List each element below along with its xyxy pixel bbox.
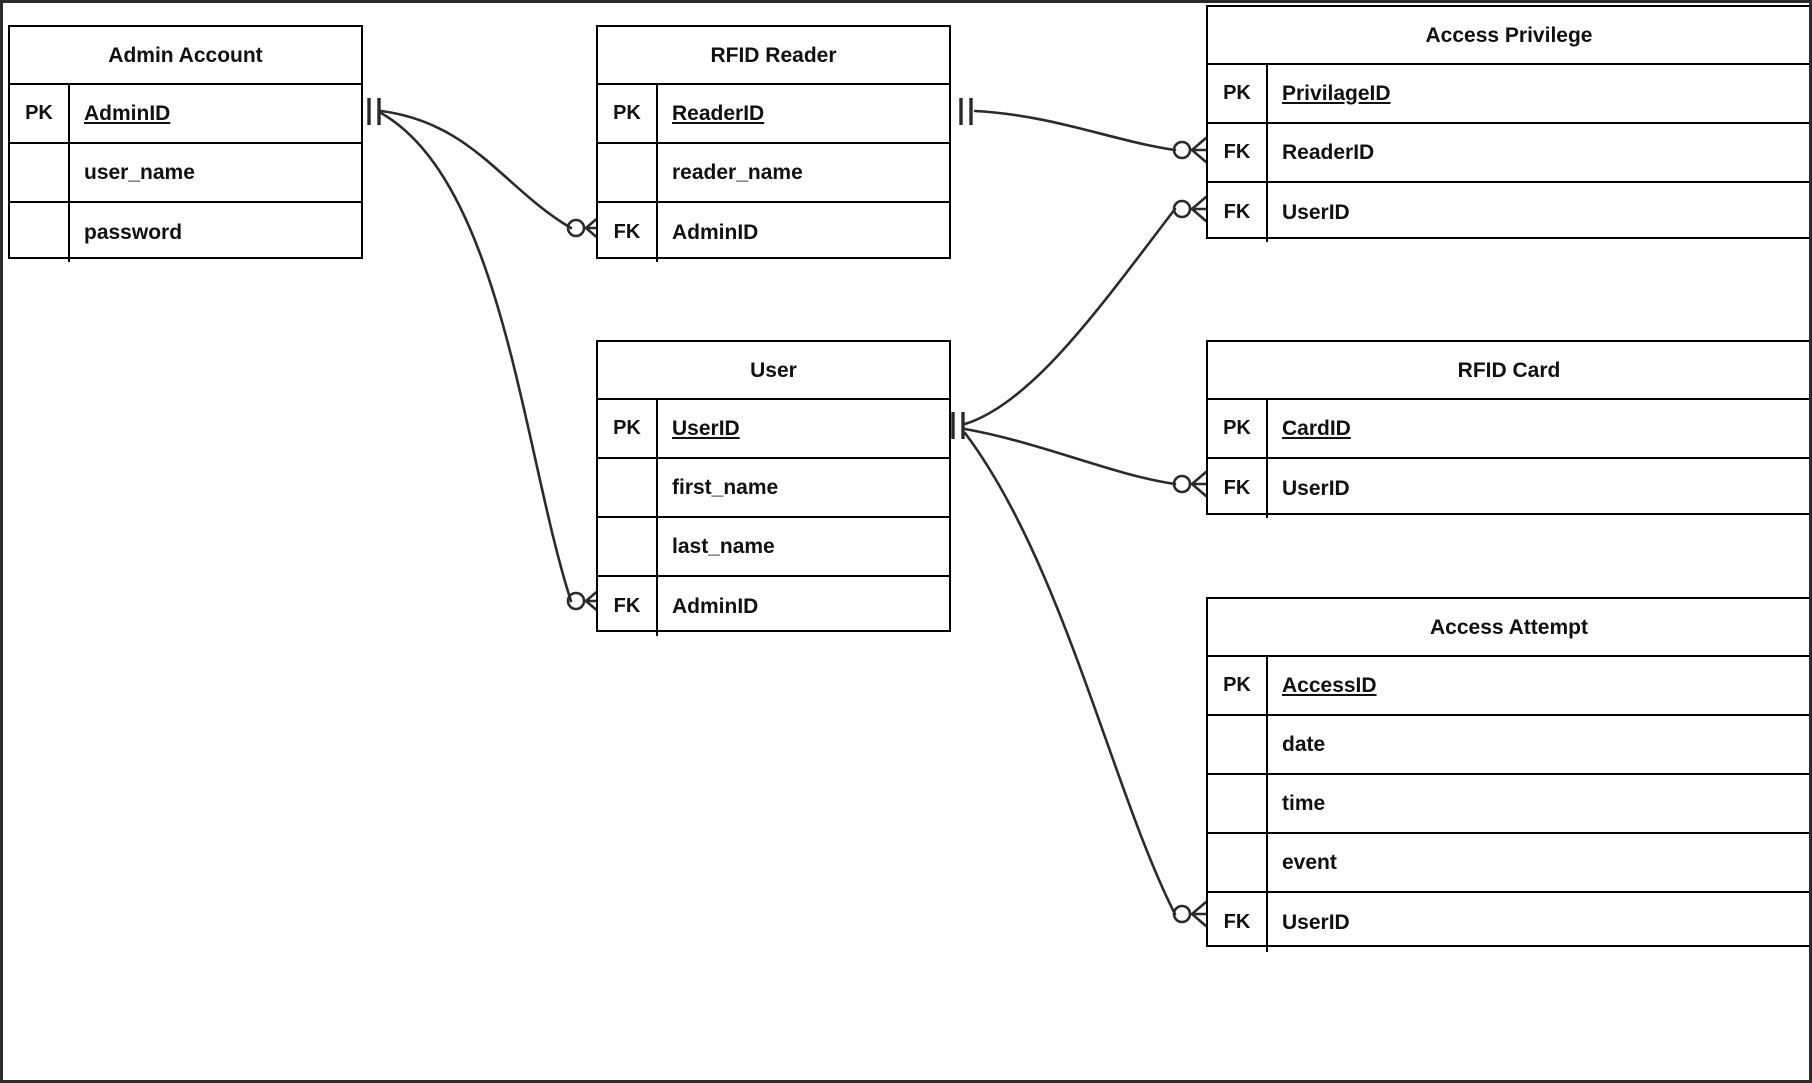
attribute-key-pk: PK — [10, 85, 70, 142]
relationship-line-user-to-privilege — [963, 207, 1177, 426]
entity-rfid-card[interactable]: RFID Card PK CardID FK UserID — [1206, 340, 1809, 518]
attribute-row-readerid-fk[interactable]: FK ReaderID — [1208, 124, 1809, 183]
attribute-name-adminid: AdminID — [84, 101, 171, 125]
attribute-row-cardid[interactable]: PK CardID — [1208, 400, 1809, 459]
attribute-name-cardid: CardID — [1282, 416, 1351, 440]
cardinality-zero-or-many-attempt-userid — [1172, 900, 1208, 928]
attribute-row-adminid-fk[interactable]: FK AdminID — [598, 203, 949, 262]
cardinality-zero-or-many-card-userid — [1172, 470, 1208, 498]
attribute-name-reader-name: reader_name — [672, 160, 803, 184]
relationship-line-user-to-card — [963, 427, 1177, 486]
attribute-name-last-name: last_name — [672, 534, 775, 558]
relationship-line-reader-to-privilege — [973, 109, 1177, 152]
attribute-name-userid: UserID — [672, 416, 740, 440]
attribute-key-blank — [1208, 716, 1268, 773]
attribute-row-last-name[interactable]: last_name — [598, 518, 949, 577]
attribute-key-fk: FK — [1208, 124, 1268, 181]
attribute-name-password: password — [84, 220, 183, 244]
attribute-row-privilageid[interactable]: PK PrivilageID — [1208, 65, 1809, 124]
attribute-name-first-name: first_name — [672, 475, 779, 499]
attribute-name-userid: UserID — [1282, 910, 1350, 934]
attribute-name-userid: UserID — [1282, 200, 1350, 224]
attribute-row-readerid[interactable]: PK ReaderID — [598, 85, 949, 144]
attribute-key-fk: FK — [1208, 893, 1268, 952]
attribute-row-adminid-fk[interactable]: FK AdminID — [598, 577, 949, 636]
attribute-row-userid[interactable]: PK UserID — [598, 400, 949, 459]
attribute-key-pk: PK — [598, 85, 658, 142]
entity-title-admin-account: Admin Account — [10, 27, 361, 85]
attribute-row-userid-fk[interactable]: FK UserID — [1208, 183, 1809, 242]
entity-access-privilege[interactable]: Access Privilege PK PrivilageID FK Reade… — [1206, 5, 1809, 242]
relationship-line-admin-to-reader — [379, 109, 573, 230]
cardinality-one-and-only-one-admin — [367, 98, 381, 125]
attribute-row-time[interactable]: time — [1208, 775, 1809, 834]
entity-access-attempt[interactable]: Access Attempt PK AccessID date time eve… — [1206, 597, 1809, 952]
cardinality-one-and-only-one-user — [951, 412, 965, 439]
cardinality-one-and-only-one-reader — [959, 98, 973, 125]
entity-admin-account[interactable]: Admin Account PK AdminID user_name passw… — [8, 25, 363, 262]
attribute-key-blank — [598, 518, 658, 575]
relationship-line-admin-to-user — [379, 111, 573, 603]
attribute-row-adminid[interactable]: PK AdminID — [10, 85, 361, 144]
attribute-row-date[interactable]: date — [1208, 716, 1809, 775]
cardinality-zero-or-many-privilege-userid — [1172, 195, 1208, 223]
attribute-key-blank — [10, 203, 70, 262]
attribute-row-reader-name[interactable]: reader_name — [598, 144, 949, 203]
attribute-key-blank — [598, 459, 658, 516]
attribute-name-date: date — [1282, 732, 1326, 756]
entity-title-access-privilege: Access Privilege — [1208, 7, 1809, 65]
attribute-row-first-name[interactable]: first_name — [598, 459, 949, 518]
attribute-key-fk: FK — [1208, 183, 1268, 242]
entity-title-user: User — [598, 342, 949, 400]
cardinality-zero-or-many-privilege-readerid — [1172, 136, 1208, 164]
attribute-name-readerid: ReaderID — [1282, 140, 1375, 164]
attribute-key-fk: FK — [598, 577, 658, 636]
entity-title-access-attempt: Access Attempt — [1208, 599, 1809, 657]
attribute-name-adminid: AdminID — [672, 220, 759, 244]
entity-title-rfid-reader: RFID Reader — [598, 27, 949, 85]
attribute-key-pk: PK — [598, 400, 658, 457]
attribute-key-pk: PK — [1208, 400, 1268, 457]
attribute-name-readerid: ReaderID — [672, 101, 765, 125]
attribute-key-blank — [1208, 775, 1268, 832]
attribute-key-blank — [10, 144, 70, 201]
attribute-name-user-name: user_name — [84, 160, 195, 184]
entity-rfid-reader[interactable]: RFID Reader PK ReaderID reader_name FK A… — [596, 25, 951, 262]
attribute-name-time: time — [1282, 791, 1326, 815]
attribute-row-accessid[interactable]: PK AccessID — [1208, 657, 1809, 716]
attribute-key-fk: FK — [598, 203, 658, 262]
attribute-name-event: event — [1282, 850, 1337, 874]
attribute-key-fk: FK — [1208, 459, 1268, 518]
attribute-row-userid-fk[interactable]: FK UserID — [1208, 893, 1809, 952]
attribute-key-pk: PK — [1208, 657, 1268, 714]
entity-user[interactable]: User PK UserID first_name last_name FK A… — [596, 340, 951, 636]
relationship-line-user-to-attempt — [963, 431, 1177, 916]
attribute-name-privilageid: PrivilageID — [1282, 81, 1391, 105]
attribute-row-user-name[interactable]: user_name — [10, 144, 361, 203]
attribute-key-blank — [598, 144, 658, 201]
attribute-key-blank — [1208, 834, 1268, 891]
attribute-name-accessid: AccessID — [1282, 673, 1377, 697]
attribute-row-password[interactable]: password — [10, 203, 361, 262]
attribute-row-event[interactable]: event — [1208, 834, 1809, 893]
attribute-row-userid-fk[interactable]: FK UserID — [1208, 459, 1809, 518]
entity-title-rfid-card: RFID Card — [1208, 342, 1809, 400]
attribute-key-pk: PK — [1208, 65, 1268, 122]
attribute-name-adminid: AdminID — [672, 594, 759, 618]
attribute-name-userid: UserID — [1282, 476, 1350, 500]
